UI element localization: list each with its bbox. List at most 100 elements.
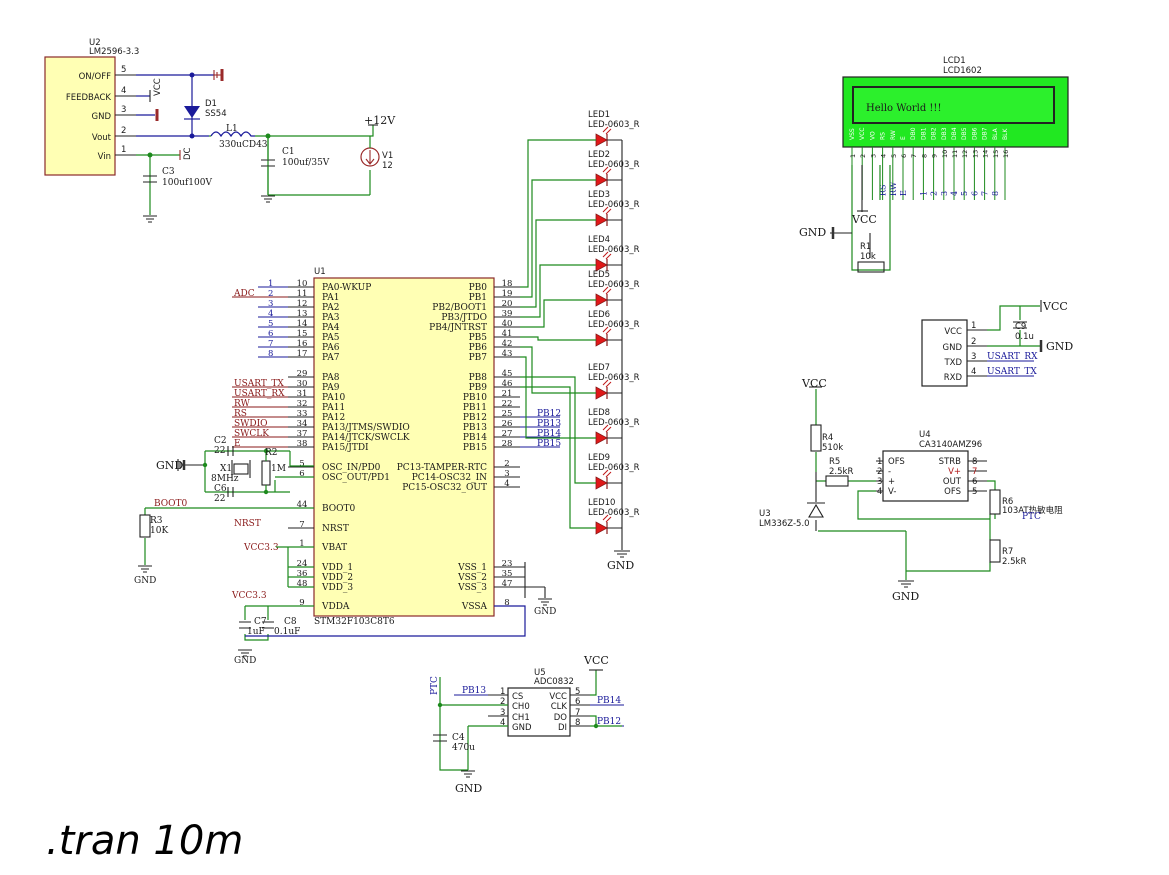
lcd-text: Hello World !!! bbox=[866, 103, 941, 114]
net-label: PB13 bbox=[537, 419, 561, 429]
r3-resistor[interactable] bbox=[139, 514, 151, 538]
spice-directive[interactable]: .tran 10m bbox=[46, 818, 243, 864]
u1-pin-name: PB13 bbox=[463, 423, 487, 433]
u5-pin-name: CH0 bbox=[512, 702, 530, 712]
led[interactable] bbox=[595, 326, 622, 347]
c4-capacitor[interactable] bbox=[433, 734, 447, 742]
lcd-pin-name: VSS bbox=[849, 128, 856, 140]
lcd-pin-num: 4 bbox=[880, 154, 888, 158]
power-supply-section: U2 LM2596-3.3 ON/OFF5FEEDBACK4GND3Vout2V… bbox=[44, 38, 396, 223]
led[interactable] bbox=[595, 514, 622, 535]
u4-pin-num: 8 bbox=[972, 457, 977, 467]
gnd-label: GND bbox=[799, 226, 826, 239]
u1-pin-num: 8 bbox=[504, 598, 509, 608]
net-label: VCC3.3 bbox=[243, 543, 279, 553]
u1-pin-num: 2 bbox=[504, 459, 509, 469]
u2-pin-num: 4 bbox=[121, 86, 126, 96]
uart-pin-num: 4 bbox=[971, 367, 976, 377]
u5-pin-name: VCC bbox=[549, 692, 567, 702]
u1-pin-name: VDDA bbox=[321, 602, 350, 612]
u1-pin-name: PB4/JNTRST bbox=[429, 323, 487, 333]
vcc-label: VCC bbox=[801, 377, 827, 390]
ground-symbol bbox=[138, 565, 152, 573]
u1-pin-num: 1 bbox=[299, 539, 304, 549]
wire bbox=[520, 264, 596, 318]
u1-pin-num: 20 bbox=[502, 299, 513, 309]
lcd-screen bbox=[852, 86, 1055, 124]
c6-value: 22 bbox=[214, 494, 225, 504]
led[interactable] bbox=[595, 286, 622, 307]
c7-c8-capacitors[interactable] bbox=[239, 621, 274, 629]
net-number: 4 bbox=[268, 309, 273, 319]
uart-pin-name: TXD bbox=[943, 358, 962, 368]
led-part: LED-0603_R bbox=[588, 120, 640, 130]
r5-value: 2.5kR bbox=[829, 467, 853, 477]
sensor-section: VCC R4 510k R5 2.5kR U3 LM336Z-5.0 U4 CA… bbox=[759, 377, 1063, 603]
wire bbox=[520, 356, 596, 439]
x1-crystal[interactable] bbox=[233, 463, 249, 475]
u1-pin-num: 9 bbox=[299, 598, 304, 608]
u1-pin-name: VSS_1 bbox=[457, 563, 487, 573]
led[interactable] bbox=[595, 206, 622, 227]
u2-pin-num: 1 bbox=[121, 145, 126, 155]
uart-connector[interactable] bbox=[921, 319, 968, 387]
u1-pin-name: VDD_2 bbox=[321, 573, 353, 583]
u1-pin-num: 26 bbox=[502, 419, 513, 429]
net-label: ADC bbox=[233, 289, 255, 299]
u5-pin-name: CLK bbox=[551, 702, 568, 712]
u1-pin-num: 37 bbox=[297, 429, 308, 439]
u1-body[interactable] bbox=[313, 277, 495, 617]
c1-capacitor[interactable] bbox=[261, 136, 275, 195]
u1-pin-num: 46 bbox=[502, 379, 513, 389]
c2-ref: C2 bbox=[214, 436, 227, 446]
r5-resistor[interactable] bbox=[825, 475, 849, 487]
uart-pin-num: 3 bbox=[971, 352, 976, 362]
u1-pin-name: BOOT0 bbox=[322, 504, 356, 514]
c7-ref: C7 bbox=[254, 617, 267, 627]
u1-pin-num: 4 bbox=[504, 479, 509, 489]
c6-capacitor[interactable] bbox=[227, 487, 234, 497]
lcd-pin-num: 3 bbox=[869, 154, 877, 158]
net-label: USART_RX bbox=[234, 389, 285, 399]
r6-thermistor[interactable] bbox=[989, 489, 1001, 515]
u1-pin-name: PC13-TAMPER-RTC bbox=[397, 463, 487, 473]
u3-zener[interactable] bbox=[807, 502, 825, 518]
wire bbox=[851, 165, 891, 271]
lcd-section: LCD1 LCD1602 Hello World !!! VSS1VCC2VO3… bbox=[799, 56, 1069, 273]
u4-opamp[interactable] bbox=[882, 450, 969, 502]
c9-capacitor[interactable] bbox=[1013, 321, 1027, 329]
plus12-label: +12V bbox=[364, 114, 396, 127]
u2-pin-name: GND bbox=[92, 112, 112, 122]
lcd-pin-num: 7 bbox=[910, 154, 918, 158]
ground-symbol bbox=[614, 550, 630, 558]
wire bbox=[520, 179, 596, 298]
lcd-pin-num: 1 bbox=[849, 154, 857, 158]
u5-pin-name: DI bbox=[558, 723, 567, 733]
u2-body[interactable] bbox=[44, 56, 116, 176]
u4-pin-num: 5 bbox=[972, 487, 977, 497]
u1-pin-num: 14 bbox=[297, 319, 308, 329]
lcd-pin-num: 13 bbox=[971, 150, 979, 158]
u5-adc[interactable] bbox=[507, 687, 571, 737]
u1-right-pins: 18PB019PB120PB2/BOOT139PB3/JTDO40PB4/JNT… bbox=[397, 279, 562, 612]
r4-resistor[interactable] bbox=[810, 424, 822, 452]
ptc-label: PTC bbox=[1022, 512, 1041, 522]
c3-capacitor[interactable] bbox=[143, 175, 157, 183]
v1-source[interactable] bbox=[360, 136, 380, 167]
r2-resistor[interactable] bbox=[261, 460, 271, 486]
u1-pin-name: PB2/BOOT1 bbox=[432, 303, 487, 313]
u5-pin-num: 7 bbox=[575, 708, 580, 718]
lcd-pin-name: DB5 bbox=[961, 127, 968, 140]
c3-ref: C3 bbox=[162, 167, 175, 177]
c2-capacitor[interactable] bbox=[227, 446, 234, 456]
u1-pin-num: 30 bbox=[297, 379, 308, 389]
u5-pin-name: CS bbox=[512, 692, 523, 702]
r7-resistor[interactable] bbox=[989, 539, 1001, 563]
l1-inductor[interactable] bbox=[210, 131, 255, 138]
wire bbox=[144, 507, 314, 565]
d1-diode[interactable] bbox=[184, 106, 200, 120]
r1-resistor[interactable] bbox=[857, 261, 885, 273]
